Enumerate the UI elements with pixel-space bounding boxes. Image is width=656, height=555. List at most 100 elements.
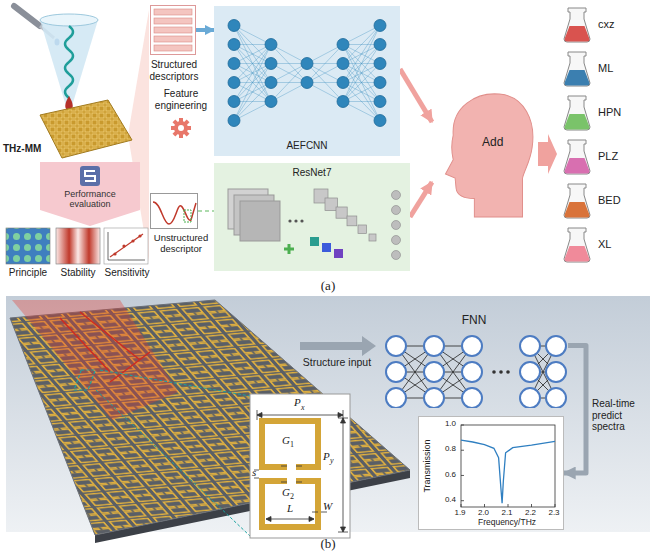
thz-wave — [65, 26, 73, 98]
network-panel-part-part — [424, 336, 444, 356]
node-label: HPN — [598, 106, 621, 119]
network-panel-part-part — [310, 237, 319, 246]
spectrum-chart-part-part — [461, 500, 464, 501]
beaker-item: cxz — [558, 6, 650, 44]
network-panel-part-part — [392, 191, 401, 200]
panel-caption: (a) — [308, 279, 348, 294]
network-panel-part-part — [520, 388, 540, 408]
descriptor-box-part-part — [154, 18, 192, 24]
network-panel-part-part — [546, 362, 566, 382]
network-panel-part-part — [347, 216, 357, 226]
descriptor-box-part-part — [153, 202, 196, 224]
network-panel-part — [214, 6, 400, 156]
dimension-lines-part — [338, 418, 348, 532]
dimension-lines-part — [281, 466, 302, 467]
spectrum-chart-part-part — [461, 450, 464, 451]
node-label: BED — [598, 194, 621, 207]
plot-dot — [122, 244, 125, 247]
dimension-symbol: G — [282, 486, 290, 499]
dimension-symbol: L — [287, 502, 293, 515]
sensitivity-plot — [104, 228, 148, 264]
network-panel-part-part — [392, 206, 401, 215]
gear-icon-part — [173, 120, 190, 137]
connector — [198, 210, 214, 211]
axis-tick: 1.9 — [451, 508, 469, 517]
network-panel: AEFCNN — [214, 6, 400, 156]
node-label: AEFCNN — [214, 140, 400, 152]
network-panel-part-part — [424, 388, 444, 408]
network-panel-part-part — [322, 243, 331, 252]
zoom-lines — [96, 370, 250, 536]
dimension-lines-part — [257, 410, 343, 420]
unit-cell-inset — [250, 394, 350, 538]
axis-tick: 0.8 — [439, 444, 456, 453]
plot-fit — [110, 234, 143, 257]
beaker-item-part — [562, 138, 592, 176]
network-panel-part-part — [374, 77, 386, 89]
beam-cone — [40, 20, 98, 106]
connector — [564, 346, 586, 473]
beaker-item-part-part — [565, 114, 590, 130]
network-panel-part-part — [265, 39, 277, 51]
gap-g2 — [287, 478, 296, 486]
network-panel-part-part — [343, 26, 380, 83]
dimension-subscript: 1 — [290, 440, 294, 449]
network-panel-part-part — [288, 219, 291, 222]
spectrum-chart-part-part — [461, 504, 462, 507]
network-panel-part-part — [462, 362, 482, 382]
axis-tick: 2.1 — [498, 508, 516, 517]
metamaterial-plate — [40, 100, 132, 158]
descriptor-box-part-part — [184, 210, 191, 222]
network-panel-part-part — [499, 370, 503, 374]
beaker-item: HPN — [558, 94, 650, 132]
beaker-item-part-part — [565, 158, 590, 174]
s-icon-mark — [85, 171, 95, 181]
network-panel-part-part — [228, 58, 240, 70]
network-panel-part-part — [374, 58, 386, 70]
dimension-lines-part — [257, 413, 343, 418]
network-panel-part-part — [424, 362, 444, 382]
part-label: Performance evaluation — [60, 189, 120, 210]
dimension-lines-part — [341, 418, 346, 532]
dimension-lines-part — [266, 519, 314, 520]
network-panel-part-part — [337, 58, 349, 70]
beaker-item: XL — [558, 226, 650, 264]
descriptor-box-part — [151, 6, 195, 54]
gap-g1 — [287, 462, 296, 470]
beaker-item-part — [562, 6, 592, 44]
network-panel-part-part — [294, 219, 297, 222]
beaker-item-part-part — [564, 8, 590, 42]
network-panel-part-part — [337, 77, 349, 89]
network-panel-part-part — [234, 64, 271, 121]
network-panel-part-part — [334, 249, 343, 258]
beaker-item-part-part — [565, 202, 590, 218]
gear-icon-part — [171, 126, 191, 130]
panel-b-illustration — [6, 296, 650, 543]
dimension-symbol: G — [282, 434, 290, 447]
beaker-item-part — [562, 182, 592, 220]
beaker-item-part-part — [564, 140, 590, 174]
node-label: FNN — [380, 314, 568, 328]
spectrum-chart: TransmissionFrequency/THz — [418, 416, 564, 530]
spectrum-chart-part-part — [508, 504, 509, 507]
beam-rays — [60, 312, 150, 382]
network-panel-part-part — [343, 45, 380, 102]
network-panel-part-part — [337, 96, 349, 108]
beaker-item-part — [562, 94, 592, 132]
network-panel-part-part — [462, 336, 482, 356]
unit-cell-marker — [74, 370, 95, 390]
dimension-subscript: 2 — [290, 492, 294, 501]
dimension-symbol: P — [294, 396, 301, 409]
image-caption: Sensitivity — [100, 267, 154, 279]
beaker-item-part-part — [565, 26, 590, 42]
axis-tick: 2.3 — [545, 508, 563, 517]
network-panel-part-part — [374, 20, 386, 32]
plot-dot — [138, 234, 141, 237]
spectrum-chart-part-part — [484, 504, 485, 507]
dimension-symbol: W — [323, 500, 332, 513]
network-panel-part-part — [546, 336, 566, 356]
lower-ring — [262, 481, 318, 527]
spectrum-chart-part-part — [461, 440, 555, 503]
edge-label: Real-time predict spectra — [592, 398, 652, 433]
